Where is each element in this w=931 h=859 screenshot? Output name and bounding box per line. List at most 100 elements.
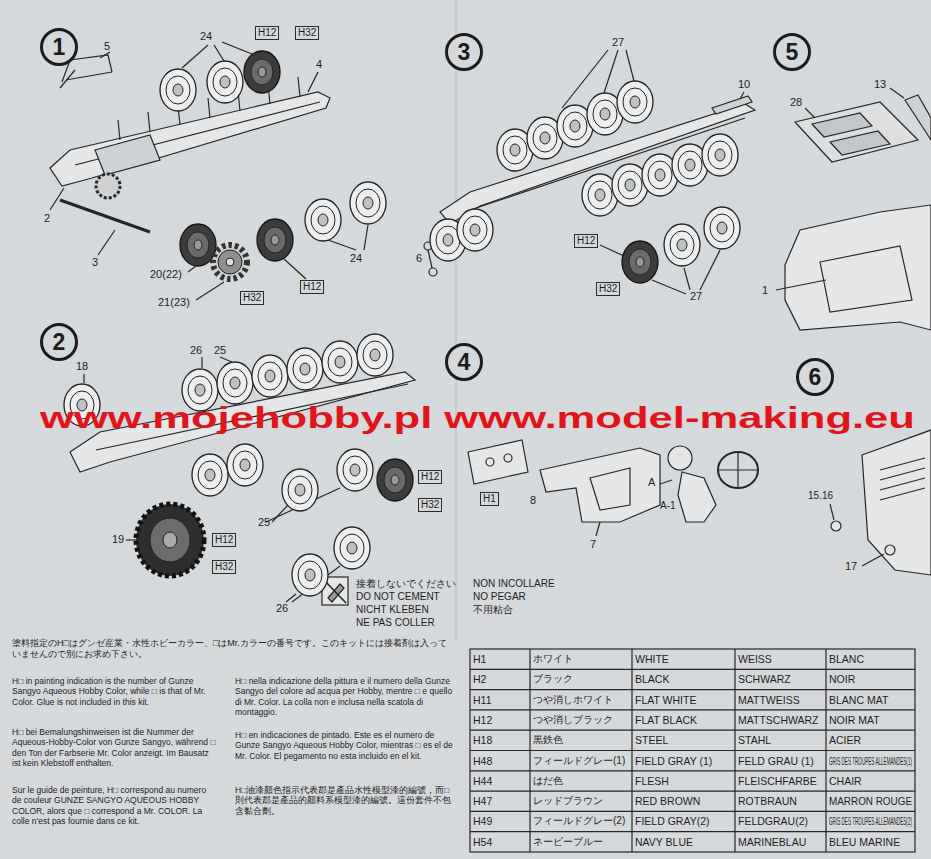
table-cell: H48 — [473, 755, 492, 767]
step-number: 2 — [40, 323, 78, 361]
callout-number: 3 — [92, 256, 98, 269]
warning-text: DO NOT CEMENT — [356, 591, 440, 603]
table-cell: RED BROWN — [635, 795, 700, 807]
callout-number: 18 — [76, 360, 88, 373]
step-number: 4 — [445, 343, 483, 381]
table-cell: H44 — [473, 775, 492, 787]
table-cell: H2 — [473, 673, 486, 685]
table-cell: MARRON ROUGE — [829, 795, 912, 807]
note-paragraph: Sur le guide de peinture, H□ correspond … — [12, 785, 217, 826]
callout-number: 28 — [790, 96, 802, 109]
table-cell: フィールドグレー(1) — [533, 755, 625, 767]
callout-number: 6 — [416, 252, 422, 265]
callout-number: 15.16 — [808, 490, 833, 502]
paint-code: H32 — [295, 26, 319, 40]
callout-number: 21(23) — [158, 296, 190, 309]
table-cell: H18 — [473, 734, 492, 746]
table-cell: FLEISCHFARBE — [738, 775, 817, 787]
paint-code: H32 — [596, 282, 620, 296]
table-cell: NAVY BLUE — [635, 836, 693, 848]
table-cell: STAHL — [738, 734, 771, 746]
warning-text: NE PAS COLLER — [356, 617, 435, 629]
paint-code: H12 — [255, 26, 279, 40]
table-cell: FELDGRAU(2) — [738, 815, 808, 827]
step-number-text: 2 — [53, 331, 66, 354]
table-cell: BLEU MARINE — [829, 836, 900, 848]
table-cell: FLAT WHITE — [635, 694, 696, 706]
table-cell: MATTWEISS — [738, 694, 800, 706]
callout-number: 8 — [530, 494, 536, 507]
warning-text: NON INCOLLARE — [473, 578, 555, 590]
table-cell: H1 — [473, 653, 486, 665]
callout-number: 24 — [200, 30, 212, 43]
paint-code: H12 — [300, 280, 324, 294]
table-cell: H11 — [473, 694, 491, 706]
callout-number: A — [648, 476, 655, 489]
table-cell: MARINEBLAU — [738, 836, 806, 848]
table-cell: SCHWARZ — [738, 673, 791, 685]
warning-text: 接着しないでください — [356, 578, 456, 590]
note-paragraph: H□ bei Bemalungshinweisen ist die Nummer… — [12, 727, 217, 768]
step-number: 5 — [773, 33, 811, 71]
note-paragraph: 塗料指定のH□はグンゼ産業・水性ホビーカラー、□はMr.カラーの番号です。このキ… — [12, 638, 452, 660]
callout-number: 26 — [276, 602, 288, 615]
table-cell: H47 — [473, 795, 492, 807]
callout-number: 17 — [845, 560, 857, 573]
table-cell: ROTBRAUN — [738, 795, 797, 807]
table-cell: CHAIR — [829, 775, 862, 787]
table-cell: BLANC MAT — [829, 694, 888, 706]
table-cell: BLANC — [829, 653, 864, 665]
callout-number: 2 — [44, 212, 50, 225]
step-number-text: 3 — [458, 41, 471, 64]
step-number: 1 — [40, 28, 78, 66]
paint-code: H12 — [574, 234, 598, 248]
table-cell: GRIS DES TROUPES ALLEMANDES(2) — [829, 815, 912, 827]
paint-code: H1 — [480, 492, 499, 506]
callout-number: 4 — [316, 58, 322, 71]
callout-number: A-1 — [660, 500, 676, 512]
step-number-text: 6 — [809, 366, 822, 389]
table-cell: ブラック — [533, 673, 573, 685]
callout-number: 5 — [104, 40, 110, 53]
paint-code: H32 — [418, 498, 442, 512]
table-cell: FIELD GRAY(2) — [635, 815, 709, 827]
table-cell: レッドブラウン — [533, 795, 603, 807]
table-cell: はだ色 — [533, 775, 563, 787]
watermark: www.mojehobby.pl www.model-making.eu — [40, 401, 915, 436]
note-paragraph: H□油漆顏色指示代表郡是產品水性模型漆的編號，而□則代表郡是產品的顏料系模型漆的… — [235, 785, 457, 816]
table-cell: ホワイト — [533, 653, 573, 665]
step-number-text: 1 — [53, 36, 66, 59]
table-cell: NOIR MAT — [829, 714, 880, 726]
note-paragraph: H□ nella indicazione della pittura e il … — [235, 676, 457, 717]
step-number-text: 5 — [786, 41, 799, 64]
table-cell: FLAT BLACK — [635, 714, 697, 726]
table-cell: FELD GRAU (1) — [738, 755, 814, 767]
table-cell: H49 — [473, 815, 492, 827]
callout-number: 25 — [214, 344, 226, 357]
paint-code: H32 — [240, 291, 264, 305]
table-cell: つや消しホワイト — [533, 694, 613, 706]
note-paragraph: H□ in painting indication is the number … — [12, 676, 217, 707]
table-cell: MATTSCHWARZ — [738, 714, 819, 726]
callout-number: 13 — [874, 78, 886, 91]
table-cell: GRIS DES TROUPES ALLEMANDES(1) — [829, 755, 912, 767]
table-cell: フィールドグレー(2) — [533, 815, 625, 827]
callout-number: 25 — [258, 516, 270, 529]
paint-code: H32 — [212, 560, 236, 574]
table-cell: H54 — [473, 836, 492, 848]
table-cell: BLACK — [635, 673, 669, 685]
callout-number: 27 — [612, 36, 624, 49]
warning-text: 不用粘合 — [473, 604, 513, 616]
callout-number: 27 — [690, 290, 702, 303]
table-cell: WHITE — [635, 653, 669, 665]
callout-number: 19 — [112, 533, 124, 546]
table-cell: WEISS — [738, 653, 772, 665]
table-cell: NOIR — [829, 673, 855, 685]
callout-number: 7 — [590, 538, 596, 551]
callout-number: 26 — [190, 344, 202, 357]
table-cell: FIELD GRAY (1) — [635, 755, 712, 767]
warning-text: NICHT KLEBEN — [356, 604, 429, 616]
callout-number: 10 — [738, 78, 750, 91]
step-number: 6 — [796, 358, 834, 396]
table-cell: FLESH — [635, 775, 669, 787]
